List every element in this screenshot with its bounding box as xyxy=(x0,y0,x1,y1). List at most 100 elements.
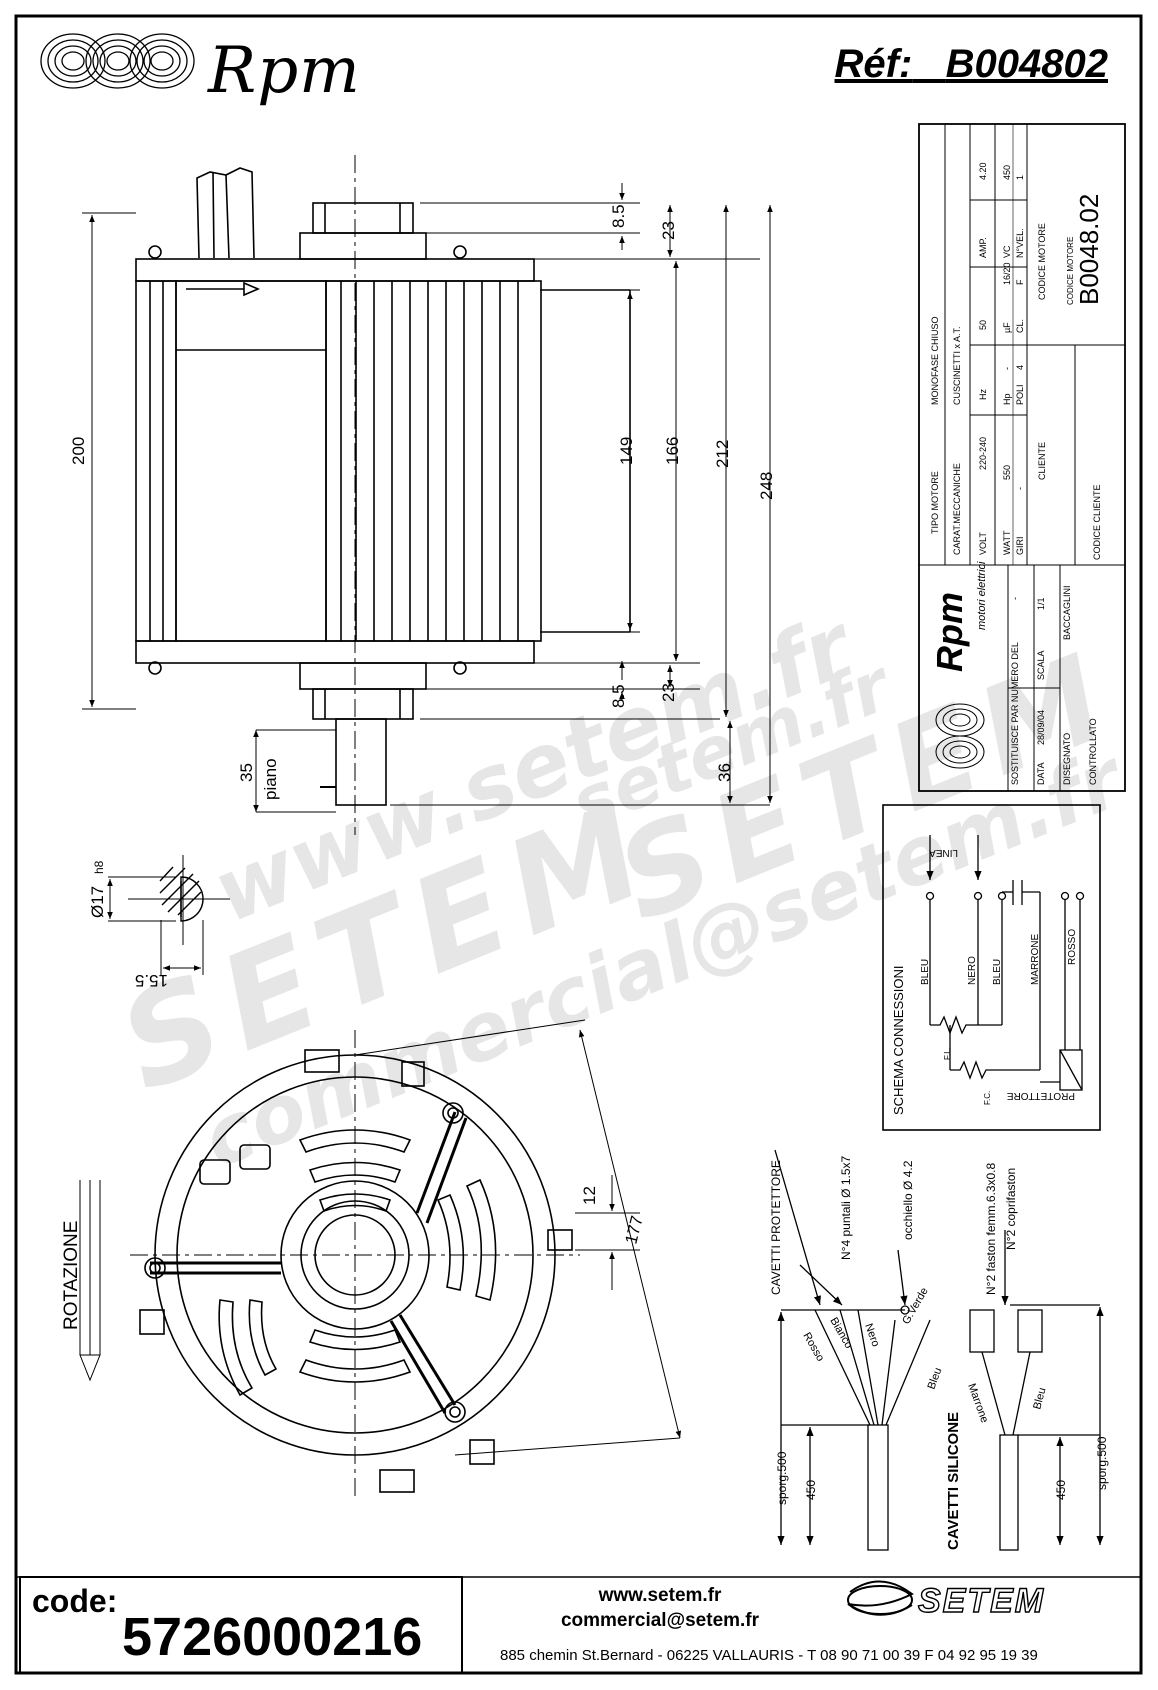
tb-hz-label: Hz xyxy=(978,389,988,400)
tb-cl-label: CL. xyxy=(1015,319,1025,333)
title-block xyxy=(918,123,1126,792)
schema-marrone: MARRONE xyxy=(1030,934,1041,985)
tb-hz: 50 xyxy=(978,320,988,330)
header-brand: Rpm xyxy=(208,34,361,108)
tb-vc-label: VC xyxy=(1002,245,1012,258)
tb-uf-label: µF xyxy=(1002,322,1012,333)
tb-poli: 4 xyxy=(1015,365,1025,370)
front-dimensions xyxy=(79,1019,682,1456)
wire-marrone: Marrone xyxy=(965,1382,990,1425)
dim-450-b: 450 xyxy=(1054,1480,1068,1500)
tb-coil-logo xyxy=(935,703,985,769)
dim-8-5-bottom: 8.5 xyxy=(609,684,628,708)
dim-450-a: 450 xyxy=(804,1480,818,1500)
motor-front-view xyxy=(130,1030,580,1500)
tb-cliente-label: CLIENTE xyxy=(1037,442,1047,480)
footer-address: 885 chemin St.Bernard - 06225 VALLAURIS … xyxy=(500,1647,1038,1664)
header-reference: Réf: B004802 xyxy=(835,42,1109,87)
tb-data-label: DATA xyxy=(1036,762,1046,785)
schema-rosso: ROSSO xyxy=(1067,929,1078,965)
tb-hp: - xyxy=(1002,367,1012,370)
schema-fc: F.C. xyxy=(983,1091,992,1105)
tb-brand: Rpm xyxy=(929,592,970,672)
tb-controllato-label: CONTROLLATO xyxy=(1088,718,1098,785)
cable-protettore xyxy=(774,1149,931,1551)
tb-scala-label: SCALA xyxy=(1036,650,1046,680)
dim-149: 149 xyxy=(617,437,636,465)
tb-watt-label: WATT xyxy=(1002,530,1012,555)
sporg-500-a: sporg.500 xyxy=(775,1451,789,1505)
tb-hp-label: Hp xyxy=(1002,393,1012,405)
schema-title: SCHEMA CONNESSIONI xyxy=(891,965,906,1115)
side-dimension-labels: 8.5 23 149 166 212 248 200 8.5 23 36 35 … xyxy=(69,204,776,800)
rotation-label: ROTAZIONE xyxy=(61,1221,82,1330)
dim-8-5-top: 8.5 xyxy=(609,204,628,228)
dim-36: 36 xyxy=(715,763,734,782)
tb-codice-motore: B0048.02 xyxy=(1074,194,1104,305)
tb-nvel: 1 xyxy=(1015,175,1025,180)
schema-bleu-1: BLEU xyxy=(920,959,931,985)
shaft-tolerance: h8 xyxy=(92,860,106,874)
motor-side-view xyxy=(135,155,631,835)
code-label: code: xyxy=(32,1583,118,1619)
ref-label: Réf: xyxy=(834,42,913,86)
tb-data: 28/09/04 xyxy=(1036,710,1046,745)
wire-rosso: Rosso xyxy=(800,1331,826,1364)
faston-label: N°2 faston femm.6.3x0.8 xyxy=(984,1162,998,1295)
footer-brand: SETEM xyxy=(917,1581,1046,1620)
tb-tipo-motore: MONOFASE CHIUSO xyxy=(930,316,940,405)
footer-web[interactable]: www.setem.fr xyxy=(598,1585,722,1606)
tb-giri-label: GIRI xyxy=(1015,536,1025,555)
cable-silicone xyxy=(969,1230,1104,1551)
shaft-flat: 15.5 xyxy=(135,971,168,990)
tb-disegnato: BACCAGLINI xyxy=(1062,585,1072,640)
footer-email[interactable]: commercial@setem.fr xyxy=(560,1610,760,1631)
tb-vc: 450 xyxy=(1002,165,1012,180)
dim-212: 212 xyxy=(713,440,732,468)
schema-fl: F.L. xyxy=(943,1047,952,1060)
tb-sostituisce: - xyxy=(1010,597,1020,600)
tb-sostituisce-label: SOSTITUISCE PAR NUMERO DEL xyxy=(1010,642,1020,785)
ref-value: B004802 xyxy=(945,42,1108,86)
occhiello-label: occhiello Ø 4.2 xyxy=(901,1160,915,1240)
sporg-500-b: sporg.500 xyxy=(1095,1436,1109,1490)
tb-nvel-label: N°VEL. xyxy=(1015,228,1025,258)
tb-watt: 550 xyxy=(1002,465,1012,480)
tb-carat: CUSCINETTI x A.T. xyxy=(952,326,962,405)
footer-contact: www.setem.fr commercial@setem.fr xyxy=(540,1583,780,1633)
code-value: 5726000216 xyxy=(122,1607,423,1667)
dim-200: 200 xyxy=(69,437,88,465)
wire-bleu: Bleu xyxy=(926,1366,945,1391)
wire-bleu-2: Bleu xyxy=(1031,1386,1048,1410)
sheet-border xyxy=(14,14,1143,1675)
wiring-schema-text: SCHEMA CONNESSIONI LINEA BLEU NERO BLEU … xyxy=(891,847,1078,1115)
coil-logo xyxy=(40,33,195,89)
tb-disegnato-label: DISEGNATO xyxy=(1062,733,1072,785)
tb-volt-label: VOLT xyxy=(978,532,988,555)
dim-166: 166 xyxy=(663,437,682,465)
cable-labels: CAVETTI PROTETTORE N°4 puntali Ø 1.5x7 o… xyxy=(769,1155,1109,1550)
schema-nero: NERO xyxy=(967,956,978,985)
cavetti-protettore-label: CAVETTI PROTETTORE xyxy=(769,1160,783,1295)
schema-bleu-2: BLEU xyxy=(992,959,1003,985)
tb-carat-label: CARAT.MECCANICHE xyxy=(952,463,962,555)
tb-scala: 1/1 xyxy=(1036,597,1046,610)
tb-uf: 16/20 xyxy=(1002,262,1012,285)
dim-35: 35 xyxy=(237,763,256,782)
schema-protettore: PROTETTORE xyxy=(1007,1090,1075,1101)
dim-23-top: 23 xyxy=(659,221,678,240)
setem-logo xyxy=(847,1580,914,1616)
tb-tipo-motore-label: TIPO MOTORE xyxy=(930,471,940,534)
tb-codice-motore-label-b: CODICE MOTORE xyxy=(1066,237,1075,305)
dim-177: 177 xyxy=(621,1214,646,1246)
wiring-schema xyxy=(882,804,1101,1131)
coprifaston-label: N°2 coprifaston xyxy=(1004,1168,1018,1250)
cavetti-silicone-label: CAVETTI SILICONE xyxy=(945,1412,962,1550)
dim-12: 12 xyxy=(580,1186,599,1205)
schema-linea: LINEA xyxy=(929,847,958,858)
tb-amp: 4.20 xyxy=(978,162,988,180)
tb-amp-label: AMP. xyxy=(978,237,988,258)
puntali-label: N°4 puntali Ø 1.5x7 xyxy=(839,1155,853,1260)
tb-volt: 220-240 xyxy=(978,437,988,470)
